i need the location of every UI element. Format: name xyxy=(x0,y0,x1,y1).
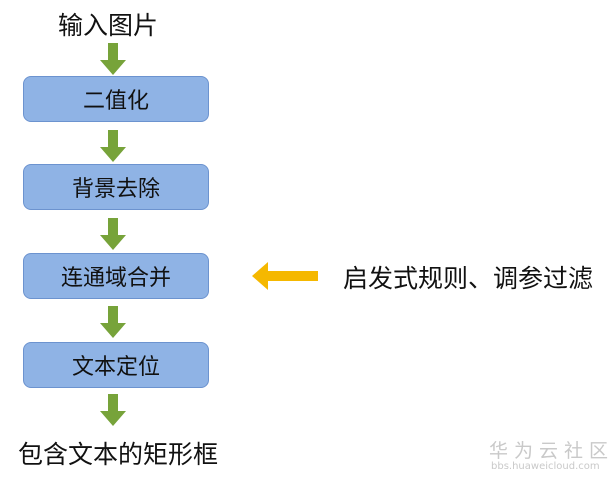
flow-arrow-down-icon xyxy=(100,394,126,426)
watermark-title: 华为云社区 xyxy=(489,440,613,462)
step-binarization: 二值化 xyxy=(23,76,209,122)
start-label: 输入图片 xyxy=(58,11,159,40)
watermark-url: bbs.huaweicloud.com xyxy=(491,461,600,472)
side-arrow-left-icon xyxy=(252,262,318,290)
step-connected-component-merge: 连通域合并 xyxy=(23,253,209,299)
flow-arrow-down-icon xyxy=(100,130,126,162)
step-background-removal: 背景去除 xyxy=(23,164,209,210)
flow-arrow-down-icon xyxy=(100,306,126,338)
step-text-localization: 文本定位 xyxy=(23,342,209,388)
flow-arrow-down-icon xyxy=(100,43,126,75)
side-note-label: 启发式规则、调参过滤 xyxy=(343,264,594,293)
end-label: 包含文本的矩形框 xyxy=(18,440,219,469)
flow-arrow-down-icon xyxy=(100,218,126,250)
